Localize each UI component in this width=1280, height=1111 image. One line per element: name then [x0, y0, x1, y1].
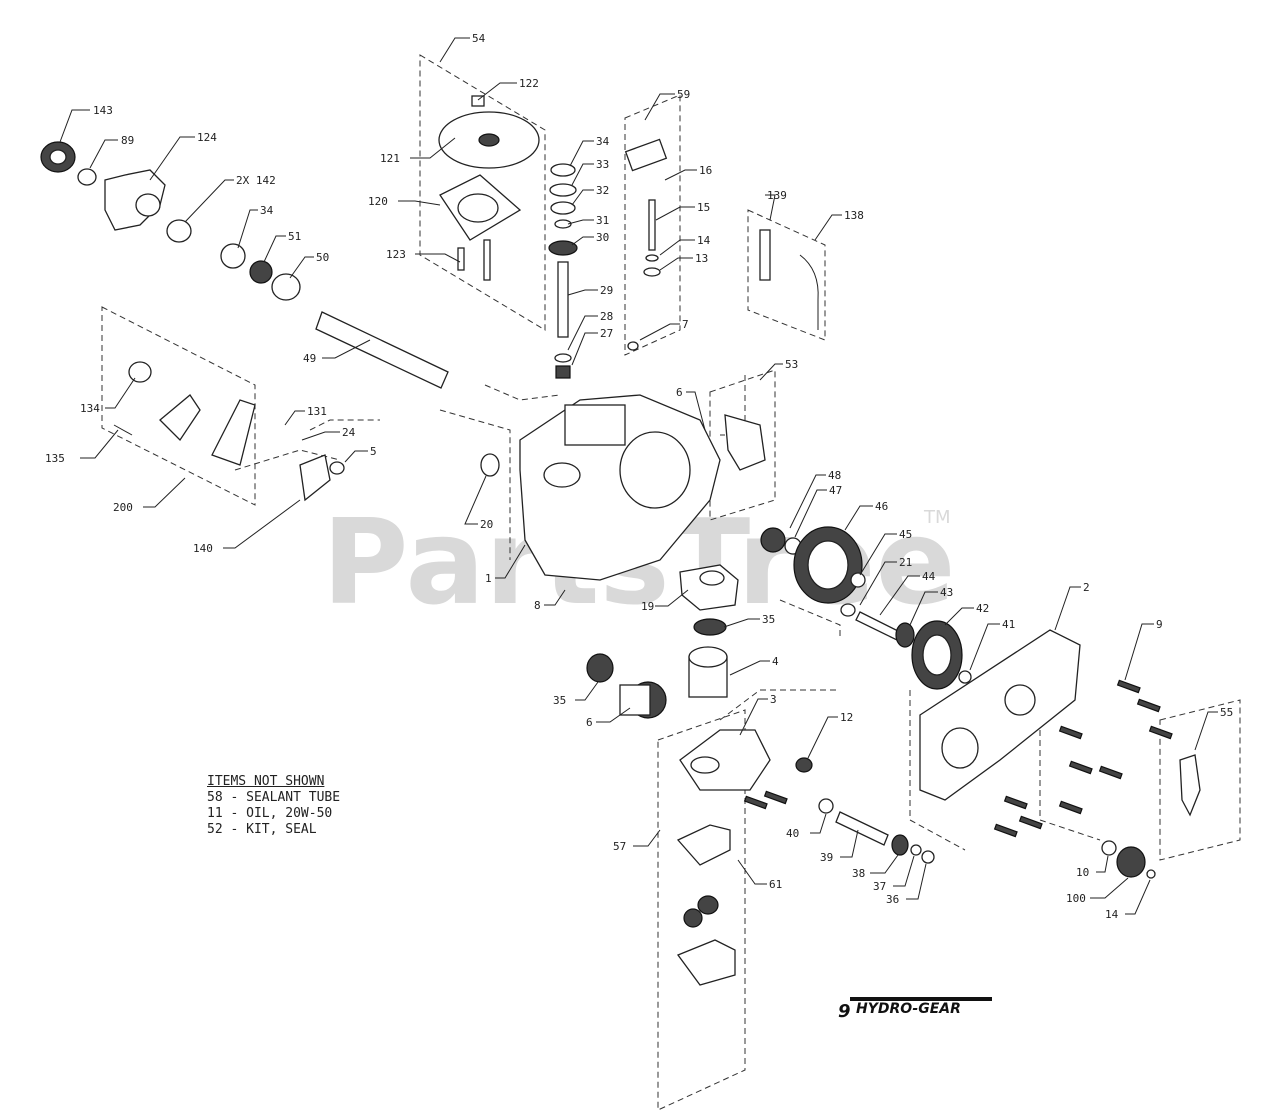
- callout-57: 57: [613, 840, 626, 853]
- callout-121: 121: [380, 152, 400, 165]
- callout-29: 29: [600, 284, 613, 297]
- callout-15: 15: [697, 201, 710, 214]
- callout-53: 53: [785, 358, 798, 371]
- callout-6-a: 6: [676, 386, 683, 399]
- callout-139: 139: [767, 189, 787, 202]
- callout-120: 120: [368, 195, 388, 208]
- callout-19: 19: [641, 600, 654, 613]
- callout-1: 1: [485, 572, 492, 585]
- logo-text: HYDRO-GEAR: [856, 1001, 961, 1017]
- callout-7: 7: [682, 318, 689, 331]
- callout-30: 30: [596, 231, 609, 244]
- callout-40: 40: [786, 827, 799, 840]
- callout-131: 131: [307, 405, 327, 418]
- callout-51: 51: [288, 230, 301, 243]
- callout-54: 54: [472, 32, 486, 45]
- callout-4: 4: [772, 655, 779, 668]
- notes-line-3: 52 - KIT, SEAL: [207, 822, 317, 837]
- callout-41: 41: [1002, 618, 1015, 631]
- callout-32: 32: [596, 184, 609, 197]
- callout-3: 3: [770, 693, 777, 706]
- callout-20: 20: [480, 518, 493, 531]
- callout-138: 138: [844, 209, 864, 222]
- callout-33: 33: [596, 158, 609, 171]
- callout-2: 2: [1083, 581, 1090, 594]
- callout-200: 200: [113, 501, 133, 514]
- callout-45: 45: [899, 528, 912, 541]
- notes-line-1: 58 - SEALANT TUBE: [207, 790, 341, 805]
- callout-89: 89: [121, 134, 134, 147]
- callout-35-a: 35: [762, 613, 775, 626]
- watermark-tm: TM: [923, 507, 951, 528]
- callout-42: 42: [976, 602, 989, 615]
- callout-5: 5: [370, 445, 377, 458]
- callout-14-a: 14: [697, 234, 711, 247]
- callout-16: 16: [699, 164, 712, 177]
- callout-46: 46: [875, 500, 888, 513]
- callout-12: 12: [840, 711, 853, 724]
- parts: [40, 95, 1201, 986]
- callout-59: 59: [677, 88, 690, 101]
- logo-mark-icon: 9: [838, 1001, 851, 1022]
- hydro-gear-logo: 9 HYDRO-GEAR: [838, 997, 992, 1022]
- callout-21: 21: [899, 556, 912, 569]
- notes-line-2: 11 - OIL, 20W-50: [207, 806, 333, 821]
- callout-14-b: 14: [1105, 908, 1119, 921]
- callout-61: 61: [769, 878, 782, 891]
- callout-27: 27: [600, 327, 613, 340]
- callout-37: 37: [873, 880, 886, 893]
- callout-50: 50: [316, 251, 329, 264]
- callout-135: 135: [45, 452, 65, 465]
- callout-28: 28: [600, 310, 613, 323]
- callout-13: 13: [695, 252, 708, 265]
- callout-labels: 54 122 143 89 124 121 2X 142 120 34 51 5…: [45, 32, 1233, 921]
- callout-134: 134: [80, 402, 100, 415]
- callout-34-b: 34: [596, 135, 610, 148]
- callout-36: 36: [886, 893, 899, 906]
- callout-123: 123: [386, 248, 406, 261]
- callout-48: 48: [828, 469, 841, 482]
- leader-lines: [59, 37, 1218, 915]
- callout-38: 38: [852, 867, 865, 880]
- callout-31: 31: [596, 214, 609, 227]
- callout-24: 24: [342, 426, 356, 439]
- group-outlines: [101, 54, 1241, 1111]
- items-not-shown-notes: ITEMS NOT SHOWN 58 - SEALANT TUBE 11 - O…: [207, 774, 340, 838]
- callout-55: 55: [1220, 706, 1233, 719]
- notes-title: ITEMS NOT SHOWN: [207, 774, 325, 789]
- callout-122: 122: [519, 77, 539, 90]
- callout-39: 39: [820, 851, 833, 864]
- callout-2x142: 2X 142: [236, 174, 276, 187]
- callout-44: 44: [922, 570, 936, 583]
- callout-47: 47: [829, 484, 842, 497]
- callout-6-b: 6: [586, 716, 593, 729]
- callout-35-b: 35: [553, 694, 566, 707]
- callout-9: 9: [1156, 618, 1163, 631]
- callout-34-a: 34: [260, 204, 274, 217]
- callout-8: 8: [534, 599, 541, 612]
- callout-10: 10: [1076, 866, 1089, 879]
- callout-143: 143: [93, 104, 113, 117]
- callout-140: 140: [193, 542, 213, 555]
- callout-100: 100: [1066, 892, 1086, 905]
- logo-bar: [850, 997, 992, 1001]
- callout-43: 43: [940, 586, 953, 599]
- callout-49: 49: [303, 352, 316, 365]
- callout-124: 124: [197, 131, 217, 144]
